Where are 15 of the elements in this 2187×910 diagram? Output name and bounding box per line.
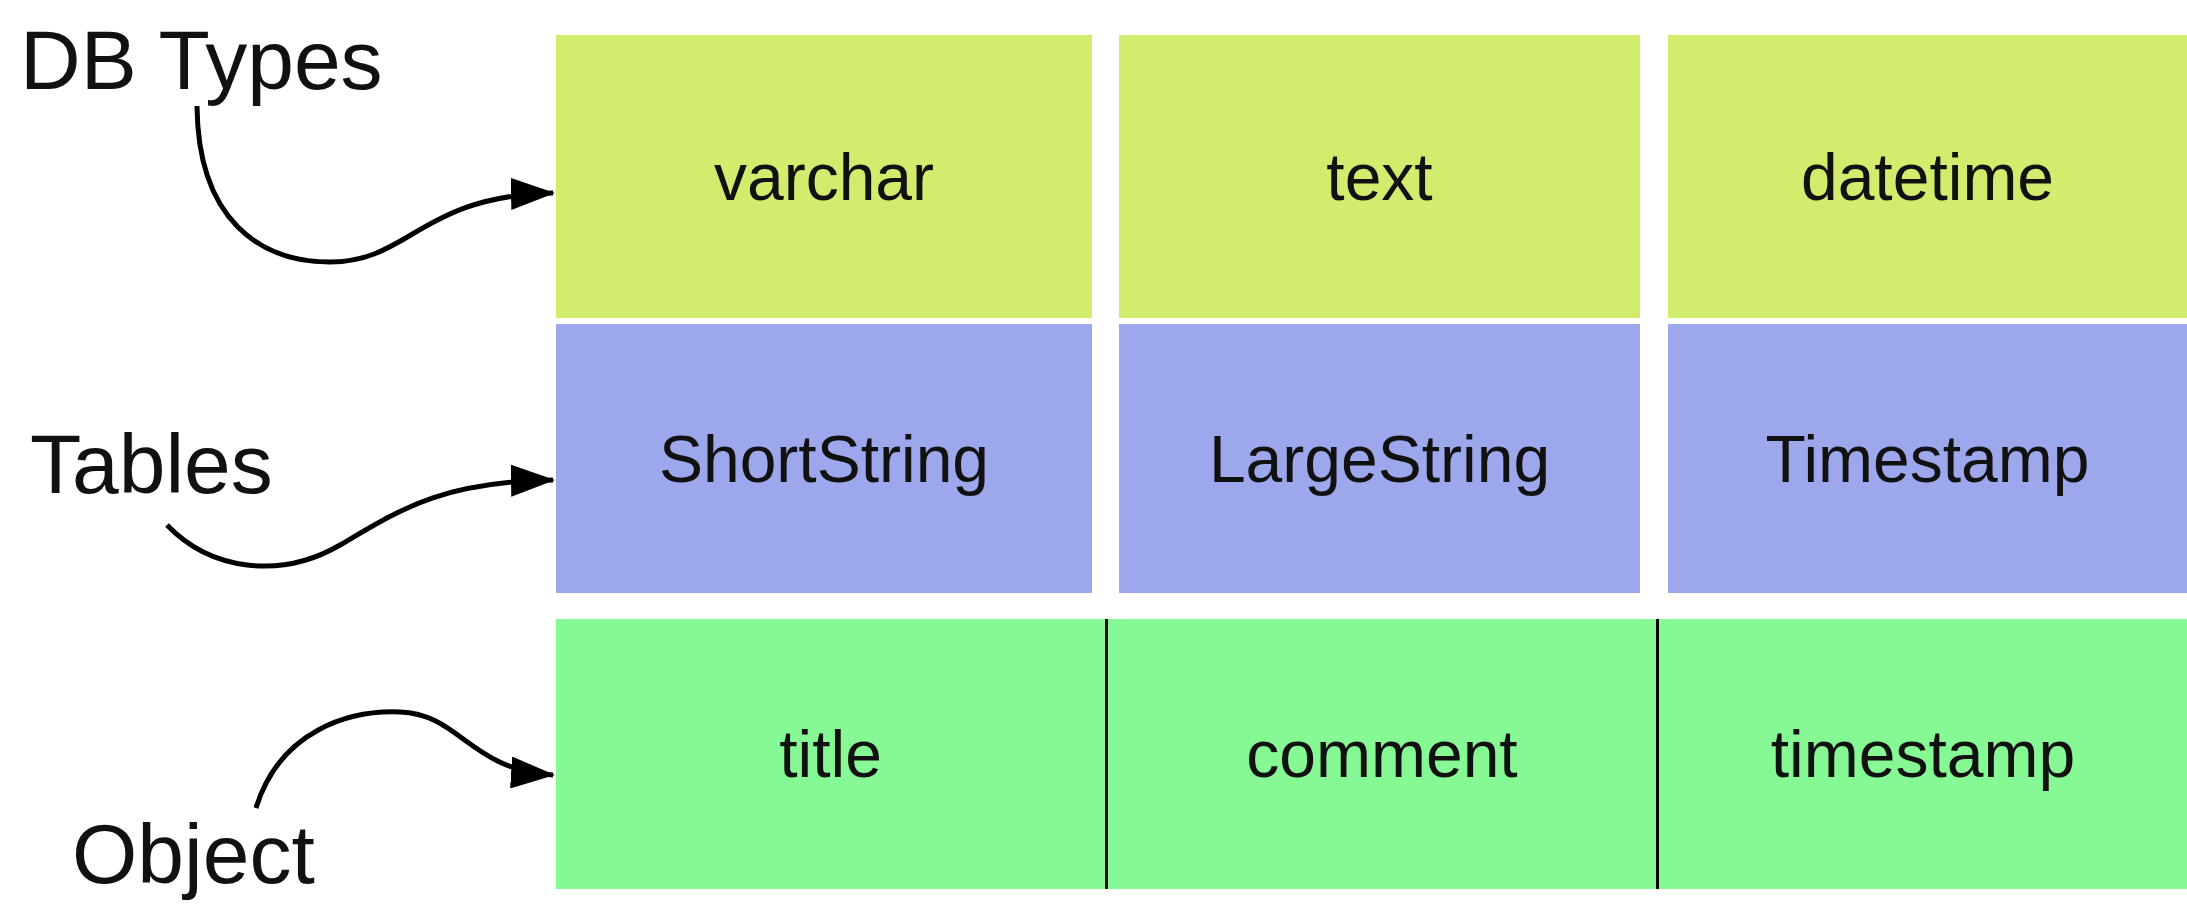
type-cell: title xyxy=(556,619,1105,889)
curved-arrow xyxy=(165,465,555,569)
layer-label: Tables xyxy=(30,418,330,510)
type-cell: varchar xyxy=(556,35,1092,318)
type-cell: comment xyxy=(1105,619,1656,889)
curved-arrow xyxy=(194,105,555,265)
type-cell: Timestamp xyxy=(1668,324,2187,593)
type-cell: LargeString xyxy=(1119,324,1640,593)
layer-label: DB Types xyxy=(20,14,440,106)
curved-arrow xyxy=(253,709,555,809)
type-cell: datetime xyxy=(1668,35,2187,318)
type-cell: text xyxy=(1119,35,1640,318)
type-cell: ShortString xyxy=(556,324,1092,593)
layer-label: Object xyxy=(72,808,392,900)
type-cell: timestamp xyxy=(1656,619,2187,889)
